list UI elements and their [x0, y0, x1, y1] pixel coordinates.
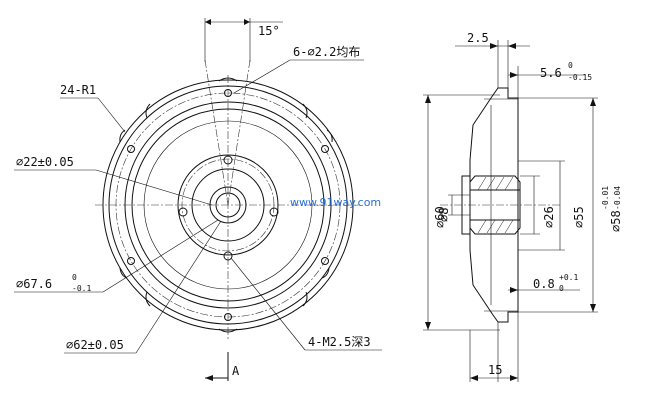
gap-label: 0.8 — [533, 277, 555, 291]
hatching — [477, 176, 514, 234]
dim-thick-upper: 0 — [568, 61, 573, 70]
tapped-label: 4-M2.5深3 — [308, 335, 371, 349]
tapped-hole — [178, 207, 188, 217]
dia58-label: ⌀58 — [609, 210, 623, 232]
outer-dia-upper: 0 — [72, 273, 77, 282]
hole — [321, 145, 329, 153]
hole — [127, 257, 135, 265]
centerline-diag — [204, 59, 229, 206]
hub-od-label: ⌀26 — [542, 206, 556, 228]
gap-upper: +0.1 — [559, 273, 578, 282]
width-label: 15 — [488, 363, 502, 377]
watermark: www.91way.com — [290, 196, 381, 209]
front-view: 15° 6-⌀2.2均布 24-R1 ⌀22±0.05 ⌀67.6 0 -0.1… — [14, 18, 382, 381]
bolt-circle-label: ⌀62±0.05 — [66, 338, 124, 352]
hub-section — [461, 175, 521, 235]
hole — [127, 145, 135, 153]
dim-top-label: 2.5 — [467, 31, 489, 45]
holes-label: 6-⌀2.2均布 — [293, 45, 360, 59]
tapped-holes — [178, 155, 279, 261]
side-view: ⌀8 ⌀26 ⌀55 ⌀58 -0.01 -0.04 ⌀60 2.5 5.6 0 — [423, 31, 623, 382]
dim-thick-label: 5.6 — [540, 66, 562, 80]
dia60-label: ⌀60 — [433, 206, 447, 228]
dia55-label: ⌀55 — [572, 206, 586, 228]
section-label: A — [232, 364, 240, 378]
dim-thick-lower: -0.15 — [568, 73, 592, 82]
tapped-hole — [269, 207, 279, 217]
radius-label: 24-R1 — [60, 83, 96, 97]
angle-label: 15° — [258, 24, 280, 38]
outer-dia-label: ⌀67.6 — [16, 277, 52, 291]
dia58-lower: -0.04 — [613, 186, 622, 210]
hub-dia-label: ⌀22±0.05 — [16, 155, 74, 169]
gap-lower: 0 — [559, 284, 564, 293]
bore-label: ⌀8 — [437, 208, 451, 222]
hole — [321, 257, 329, 265]
centerline-diag — [227, 59, 251, 206]
outer-dia-lower: -0.1 — [72, 284, 91, 293]
dia58-upper: -0.01 — [601, 186, 610, 210]
